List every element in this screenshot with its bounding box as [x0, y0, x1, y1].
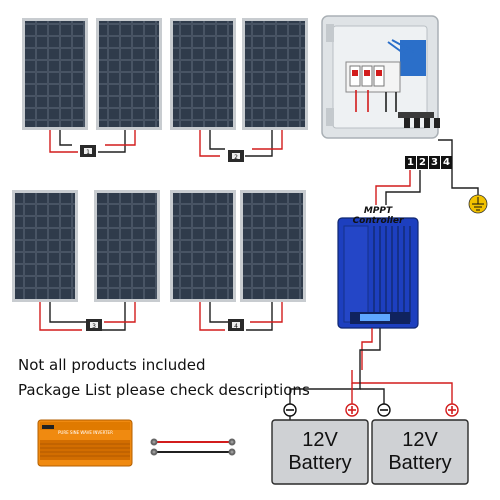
svg-text:1: 1: [86, 149, 90, 156]
terminal-label-4: 4: [441, 156, 452, 169]
solar-panel-5: [12, 190, 78, 302]
connector-icon: 2: [228, 150, 244, 162]
battery-1-voltage: 12V: [302, 429, 338, 451]
controller-title: MPPT Controller: [352, 206, 404, 226]
bottom-array-wiring: [39, 302, 283, 331]
positive-terminal-icon: [445, 403, 459, 417]
ground-icon: [468, 194, 488, 214]
svg-text:4: 4: [234, 323, 238, 330]
controller-output-wiring: [359, 328, 381, 376]
terminal-label-1: 1: [405, 156, 416, 169]
battery-2-label: 12V Battery: [374, 429, 466, 475]
battery-2-name: Battery: [388, 452, 452, 474]
solar-panel-4: [242, 18, 308, 130]
svg-text:3: 3: [92, 323, 96, 330]
battery-bus-wiring: [289, 370, 453, 426]
negative-terminal-icon: [377, 403, 391, 417]
inverter-label: PURE SINE WAVE INVERTER: [58, 430, 113, 435]
solar-panel-6: [94, 190, 160, 302]
note-package-list: Package List please check descriptions: [18, 381, 310, 399]
battery-icon: [271, 419, 369, 485]
connector-icon: 1: [80, 145, 96, 157]
connector-icon: 3: [86, 319, 102, 331]
positive-terminal-icon: [345, 403, 359, 417]
charge-controller-icon: [337, 217, 419, 329]
connector-icon: 4: [228, 319, 244, 331]
solar-panel-3: [170, 18, 236, 130]
combiner-output-wiring: [375, 139, 479, 205]
svg-text:2: 2: [234, 154, 238, 161]
inverter-icon: [37, 419, 133, 467]
note-not-all-products: Not all products included: [18, 356, 206, 374]
terminal-label-3: 3: [429, 156, 440, 169]
solar-panel-1: [22, 18, 88, 130]
battery-1-label: 12V Battery: [274, 429, 366, 475]
battery-2-voltage: 12V: [402, 429, 438, 451]
battery-icon: [371, 419, 469, 485]
combiner-box-icon: [321, 15, 440, 139]
solar-panel-7: [170, 190, 236, 302]
negative-terminal-icon: [283, 403, 297, 417]
inverter-cables: [150, 438, 236, 456]
top-array-wiring: [49, 130, 283, 157]
terminal-label-2: 2: [417, 156, 428, 169]
solar-panel-2: [96, 18, 162, 130]
battery-1-name: Battery: [288, 452, 352, 474]
solar-panel-8: [240, 190, 306, 302]
